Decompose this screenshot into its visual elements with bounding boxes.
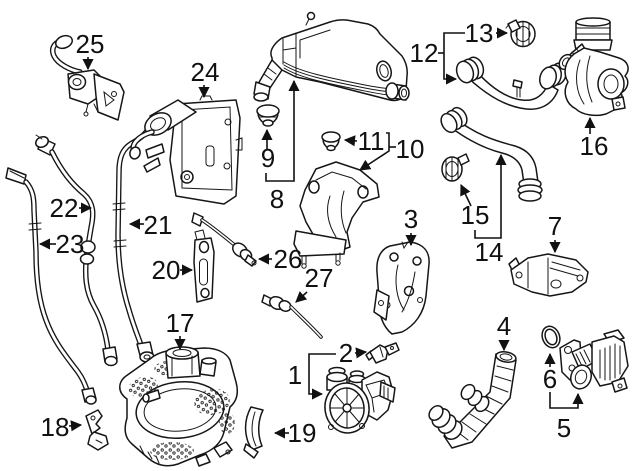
part-7-bracket-drawing [508,253,589,297]
callout-label-12: 12 [410,38,439,68]
leader-10 [359,132,390,171]
leader-11 [343,135,358,147]
part-8-reservoir-tank-drawing [253,11,410,102]
callout-label-16: 16 [580,131,609,161]
part-3-mounting-plate-drawing [373,241,430,335]
callout-label-8: 8 [270,184,284,214]
callout-label-9: 9 [261,143,275,173]
callout-label-27: 27 [305,263,334,293]
leader-12 [443,32,465,85]
part-18-bracket-drawing [85,409,109,451]
part-13-clamp-drawing [505,19,536,48]
part-6-o-ring-drawing [541,325,561,349]
callout-label-5: 5 [557,413,571,443]
leader-15 [460,183,472,207]
callout-label-11: 11 [358,126,385,156]
part-14-air-hose-drawing [440,106,543,202]
part-5-combi-valve-drawing [559,329,629,393]
callout-label-3: 3 [404,204,418,234]
leader-8 [265,79,300,182]
part-12-air-hose-drawing [455,56,567,110]
callout-label-21: 21 [144,210,173,240]
part-15-clamp-drawing [441,153,470,182]
callout-label-23: 23 [56,229,85,259]
part-11-grommet-drawing [321,131,341,152]
part-16-pump-housing-drawing [558,17,629,117]
part-2-valve-drawing [365,342,400,364]
callout-label-4: 4 [497,311,511,341]
leader-14 [474,153,507,239]
part-22-vent-hose-drawing [34,134,118,367]
leader-5 [549,392,584,409]
leader-1 [308,353,336,400]
callout-label-14: 14 [475,237,504,267]
part-17-air-cleaner-drawing [119,346,239,467]
part-23-vent-hose-drawing [5,167,97,405]
callout-label-2: 2 [339,338,353,368]
callout-label-15: 15 [461,200,490,230]
part-27-sensor-drawing [261,294,323,339]
callout-label-24: 24 [191,57,220,87]
part-26-sensor-drawing [191,212,257,267]
callout-label-10: 10 [396,134,425,164]
callout-label-13: 13 [465,18,494,48]
callout-label-6: 6 [543,364,557,394]
callout-label-22: 22 [50,193,79,223]
part-4-corrugated-hose-drawing [428,351,517,449]
part-24-egr-assembly-drawing [129,95,243,205]
leader-27 [295,291,308,303]
callout-label-18: 18 [41,412,70,442]
leader-18 [68,420,83,432]
callout-label-7: 7 [548,211,562,241]
part-1-air-pump-drawing [324,366,396,434]
part-9-grommet-drawing [256,104,280,127]
callout-label-25: 25 [76,29,105,59]
callout-label-1: 1 [288,360,302,390]
part-10-bracket-drawing [293,161,380,269]
callout-label-26: 26 [274,244,303,274]
leader-2 [354,347,368,359]
callout-label-20: 20 [152,255,181,285]
callout-label-19: 19 [288,418,317,448]
part-19-bracket-drawing [243,406,264,459]
callout-label-17: 17 [166,308,195,338]
part-25-valve-drawing [50,34,125,121]
part-20-bracket-drawing [193,229,215,303]
